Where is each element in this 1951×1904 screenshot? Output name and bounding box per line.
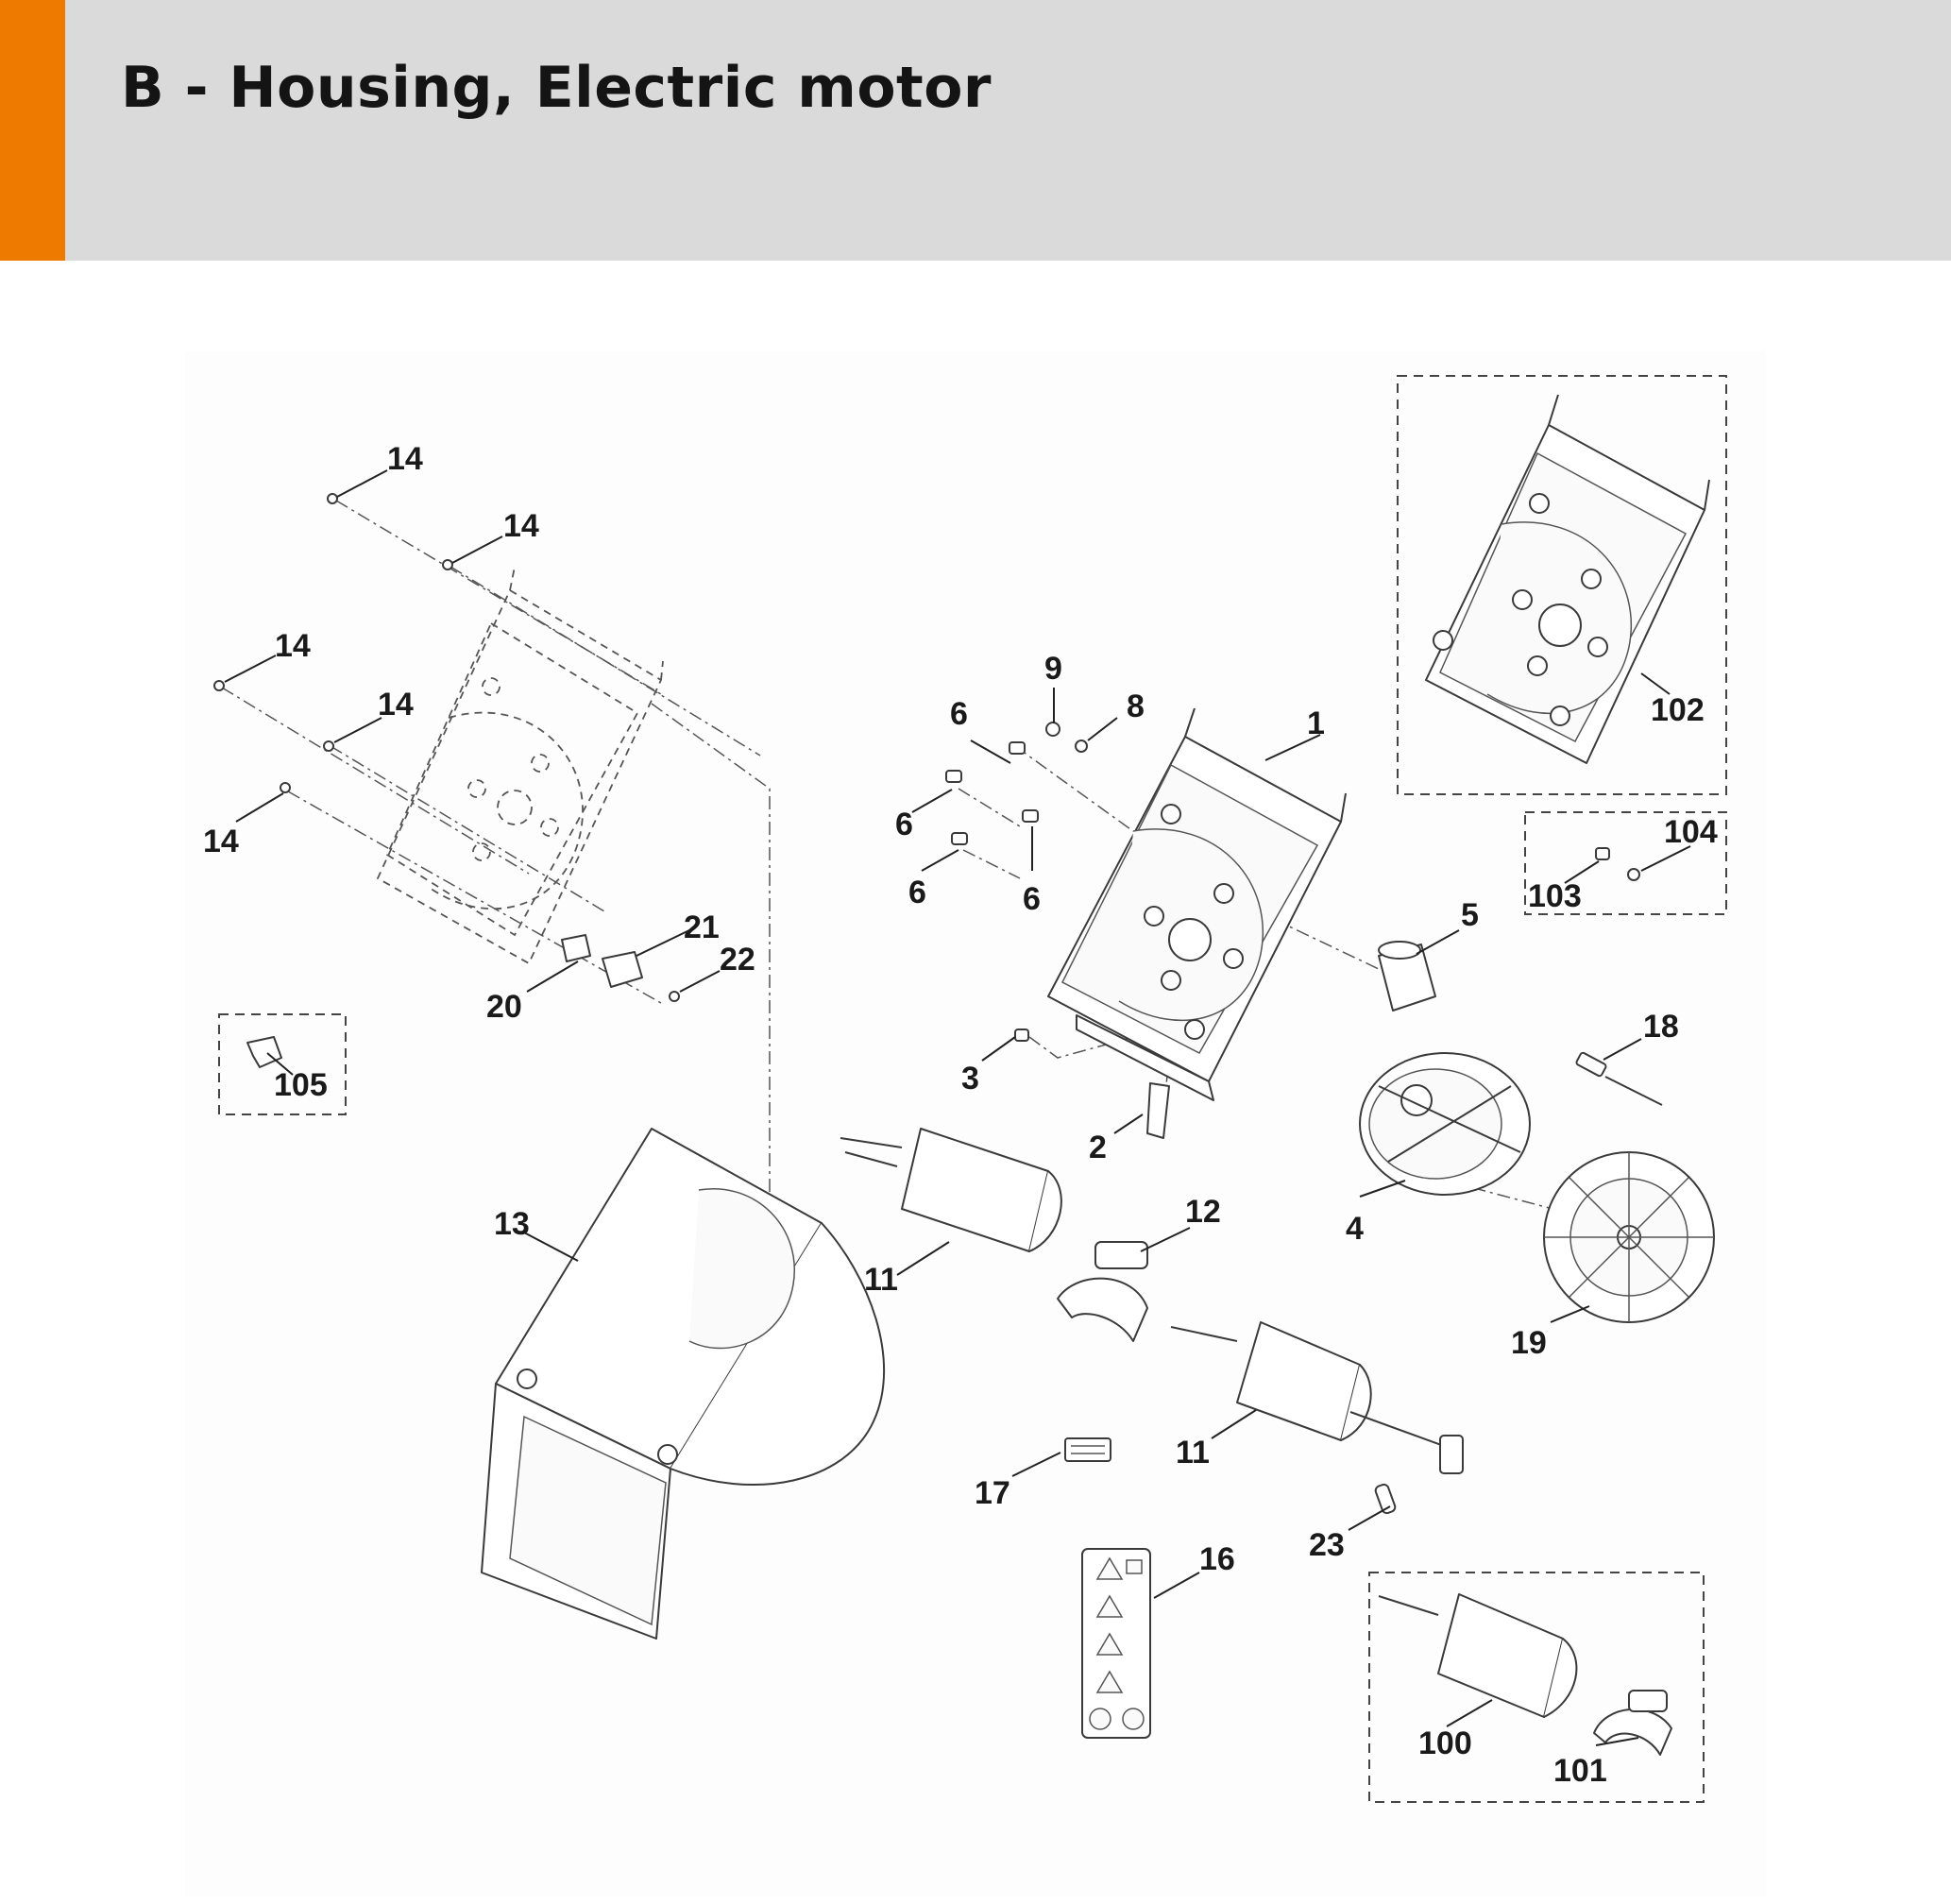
dashed-box-100-101 xyxy=(1368,1572,1705,1803)
callout-6-d: 6 xyxy=(1023,881,1041,917)
switch-box-11-lower xyxy=(1170,1321,1464,1474)
callout-14-d: 14 xyxy=(378,687,414,722)
callout-1: 1 xyxy=(1307,706,1325,741)
phantom-housing xyxy=(376,566,664,965)
callout-102: 102 xyxy=(1651,692,1705,728)
callout-14-c: 14 xyxy=(275,628,311,664)
page-title: B - Housing, Electric motor xyxy=(121,55,992,121)
callout-19: 19 xyxy=(1511,1325,1547,1361)
fasteners-6-8-9 xyxy=(945,722,1088,845)
callout-5: 5 xyxy=(1461,897,1479,933)
callout-6-c: 6 xyxy=(908,875,926,910)
warning-labels-16 xyxy=(1081,1548,1151,1739)
callout-103: 103 xyxy=(1528,878,1582,914)
dashed-box-105 xyxy=(218,1013,347,1115)
switch-box-100 xyxy=(1378,1593,1578,1718)
callout-23: 23 xyxy=(1309,1527,1345,1563)
capacitor-5 xyxy=(1378,941,1436,1012)
callout-6-a: 6 xyxy=(950,696,968,732)
callout-101: 101 xyxy=(1553,1753,1607,1789)
fan-19 xyxy=(1543,1151,1715,1323)
callout-12: 12 xyxy=(1185,1194,1221,1230)
holder-12 xyxy=(1057,1241,1148,1342)
callout-18: 18 xyxy=(1643,1009,1679,1045)
switch-parts xyxy=(561,934,680,1002)
connector-18 xyxy=(1575,1051,1663,1106)
callout-4: 4 xyxy=(1346,1211,1364,1247)
label-17 xyxy=(1064,1437,1111,1462)
callout-9: 9 xyxy=(1044,651,1062,687)
dashed-box-102 xyxy=(1397,375,1727,795)
callout-20: 20 xyxy=(486,989,522,1025)
motor-4 xyxy=(1359,1052,1531,1196)
housing-102 xyxy=(1425,394,1710,764)
callout-13: 13 xyxy=(494,1206,530,1242)
leader-lines xyxy=(224,469,1691,1746)
switch-box-11-upper xyxy=(840,1128,1062,1252)
callout-22: 22 xyxy=(720,942,755,978)
callout-2: 2 xyxy=(1089,1130,1107,1165)
callout-11-b: 11 xyxy=(1176,1435,1210,1470)
screws-14 xyxy=(213,493,453,793)
callout-16: 16 xyxy=(1199,1541,1235,1577)
callout-6-b: 6 xyxy=(895,807,913,842)
callout-105: 105 xyxy=(274,1067,328,1103)
clip-105 xyxy=(246,1036,282,1068)
chute-13 xyxy=(481,1128,886,1640)
callout-14-e: 14 xyxy=(203,824,239,859)
accent-bar xyxy=(0,0,65,261)
callout-11-a: 11 xyxy=(864,1262,898,1298)
callout-3: 3 xyxy=(961,1061,979,1096)
dashed-box-103-104 xyxy=(1524,811,1727,915)
part-23 xyxy=(1374,1483,1397,1515)
holder-101 xyxy=(1593,1690,1672,1756)
screw-3-and-part-2 xyxy=(1014,1028,1170,1139)
callout-17: 17 xyxy=(975,1475,1010,1511)
header-band xyxy=(0,0,1951,261)
callout-labels: 14 14 14 14 14 21 22 20 105 9 8 6 6 6 6 … xyxy=(203,441,1718,1789)
callout-14-a: 14 xyxy=(387,441,423,477)
housing-1 xyxy=(1047,707,1347,1101)
callout-104: 104 xyxy=(1664,814,1718,850)
callout-21: 21 xyxy=(684,910,720,945)
callout-8: 8 xyxy=(1127,688,1145,724)
callout-14-b: 14 xyxy=(503,508,539,544)
fasteners-103-104 xyxy=(1595,847,1640,881)
callout-100: 100 xyxy=(1418,1726,1472,1761)
